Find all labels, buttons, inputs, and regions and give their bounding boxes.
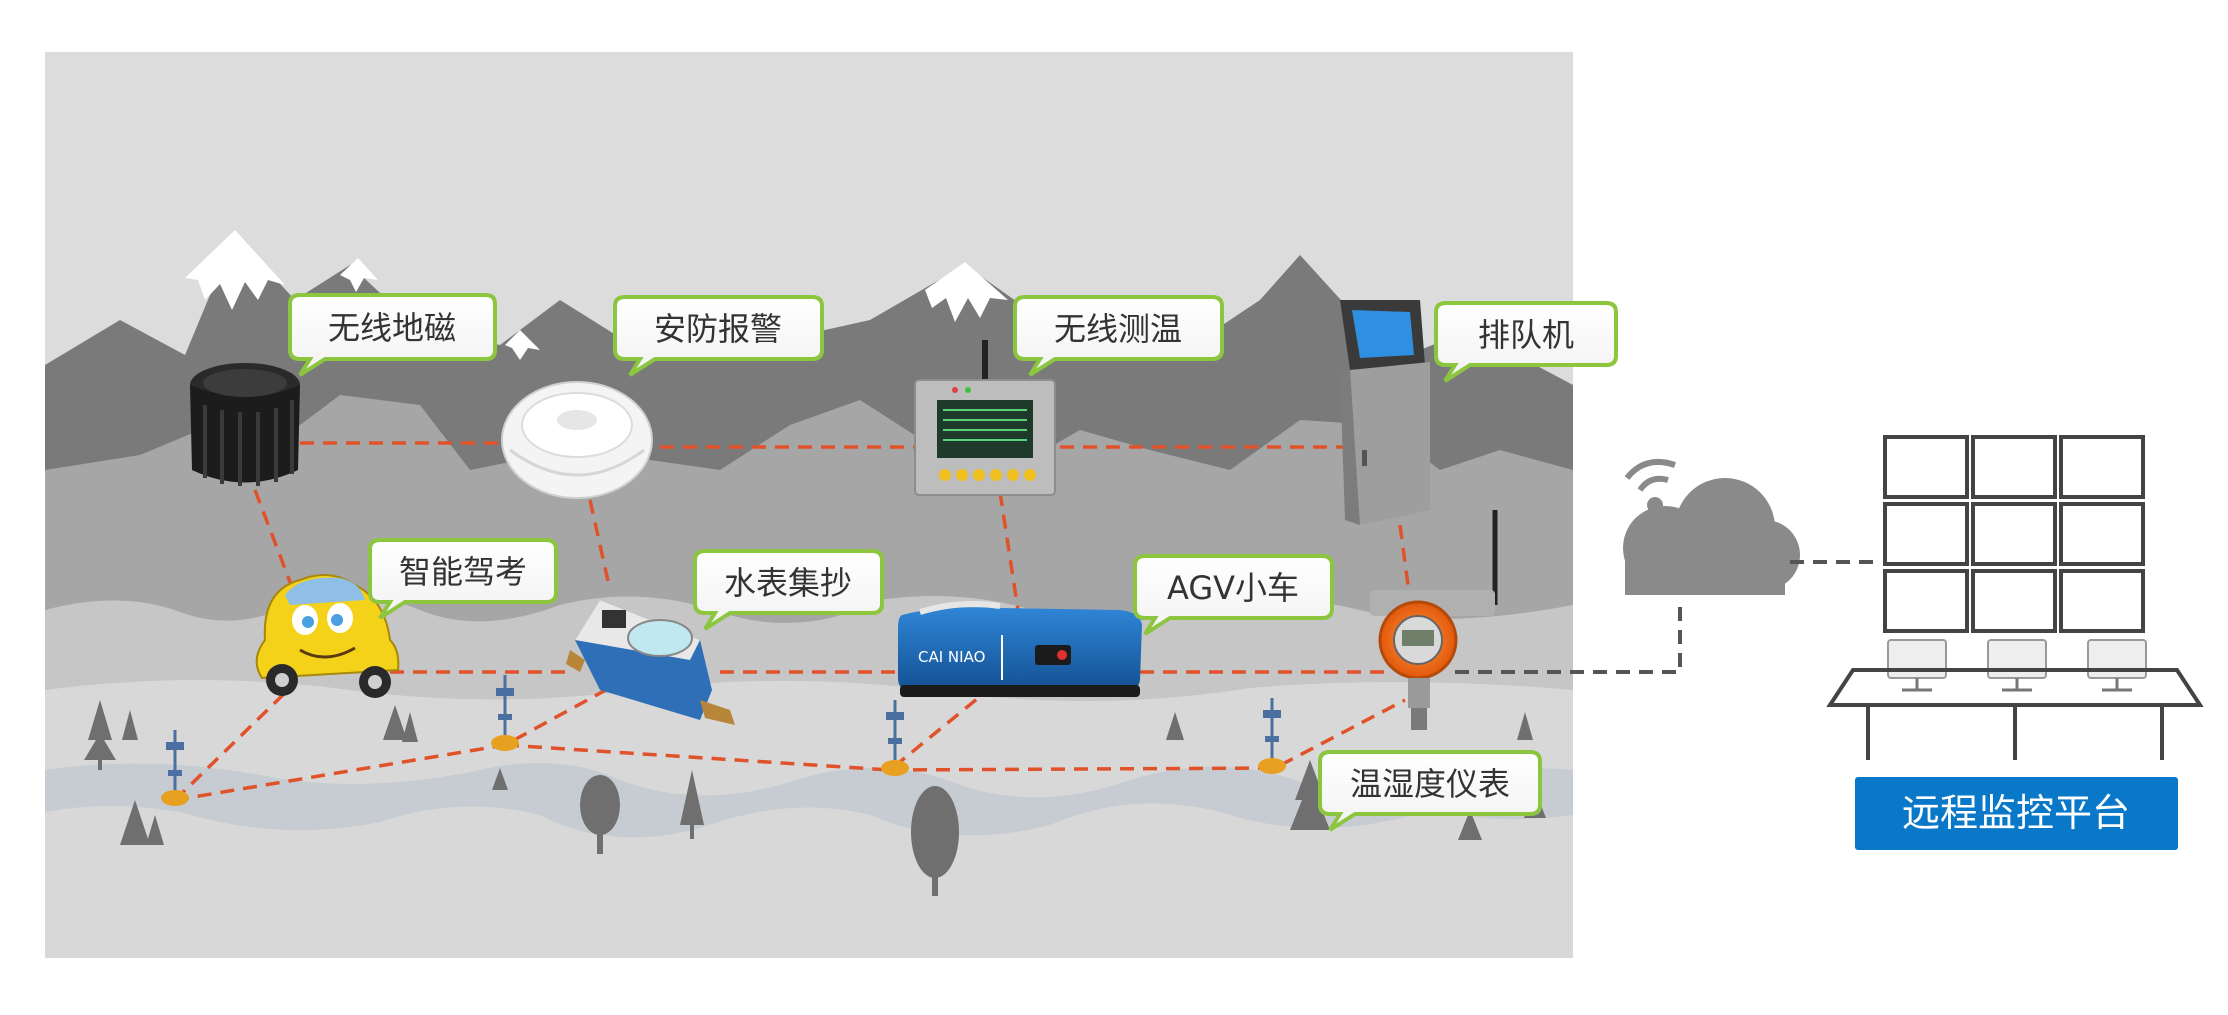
label-queue-machine: 排队机 (1478, 316, 1574, 354)
label-driving-test: 智能驾考 (399, 553, 527, 591)
smoke-alarm-device (501, 381, 653, 499)
bubble-smoke-alarm: 安防报警 (613, 295, 824, 377)
monitoring-desk-icon (1826, 639, 2204, 760)
water-meter-device (566, 600, 735, 725)
agv-cart-device: CAI NIAO (898, 601, 1142, 697)
road (45, 762, 1573, 838)
label-geomagnetic: 无线地磁 (328, 309, 456, 347)
bubble-driving-test: 智能驾考 (368, 538, 558, 620)
sensor-node-4 (1258, 698, 1286, 774)
agv-logo-text: CAI NIAO (918, 648, 985, 666)
landscape-panel (45, 52, 1573, 958)
snow-cap-center (925, 262, 1008, 322)
video-wall-icon (1883, 435, 2145, 633)
bubble-water-meter: 水表集抄 (693, 549, 884, 631)
wifi-icon (1624, 459, 1676, 513)
sensor-node-3 (881, 700, 909, 776)
bubble-temp-monitor: 无线测温 (1013, 295, 1224, 377)
queue-machine-device (1340, 300, 1430, 525)
snow-cap-small (340, 258, 378, 292)
bubble-agv: AGV小车 (1133, 554, 1334, 636)
label-agv: AGV小车 (1167, 569, 1299, 607)
platform-button[interactable]: 远程监控平台 (1855, 777, 2178, 850)
label-smoke-alarm: 安防报警 (654, 310, 782, 348)
bubble-geomagnetic: 无线地磁 (288, 293, 497, 377)
label-temp-monitor: 无线测温 (1054, 310, 1182, 348)
cloud-connections (1455, 560, 1880, 674)
bubble-hygrometer: 温湿度仪表 (1318, 750, 1542, 832)
ground (45, 680, 1573, 958)
sensor-node-2 (491, 675, 519, 751)
label-water-meter: 水表集抄 (724, 564, 852, 602)
platform-label: 远程监控平台 (1902, 791, 2130, 835)
hygrometer-device (1370, 510, 1498, 730)
sensor-node-1 (161, 730, 189, 806)
trees (84, 700, 1546, 896)
sensor-nodes (161, 675, 1286, 806)
label-hygrometer: 温湿度仪表 (1350, 765, 1510, 803)
snow-cap-left (185, 230, 285, 310)
driving-test-car-device (255, 574, 400, 698)
temperature-monitor-device (914, 340, 1056, 496)
geomagnetic-sensor-device (190, 363, 300, 486)
bubble-queue-machine: 排队机 (1434, 301, 1618, 383)
snow-cap-small-2 (505, 330, 540, 360)
cloud-icon (1623, 478, 1800, 595)
